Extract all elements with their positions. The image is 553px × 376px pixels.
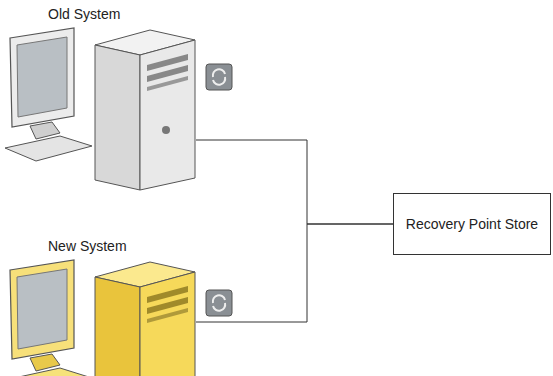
network-line — [196, 140, 393, 224]
store-box: Recovery Point Store — [393, 193, 551, 255]
system-label: Old System — [48, 6, 120, 23]
new-computer — [5, 260, 232, 376]
box-label: Recovery Point Store — [406, 216, 538, 233]
network-line — [196, 224, 393, 322]
old-computer — [5, 28, 232, 190]
computer-node: New System — [0, 232, 196, 376]
system-label: New System — [48, 238, 127, 255]
computer-node: Old System — [0, 0, 196, 195]
